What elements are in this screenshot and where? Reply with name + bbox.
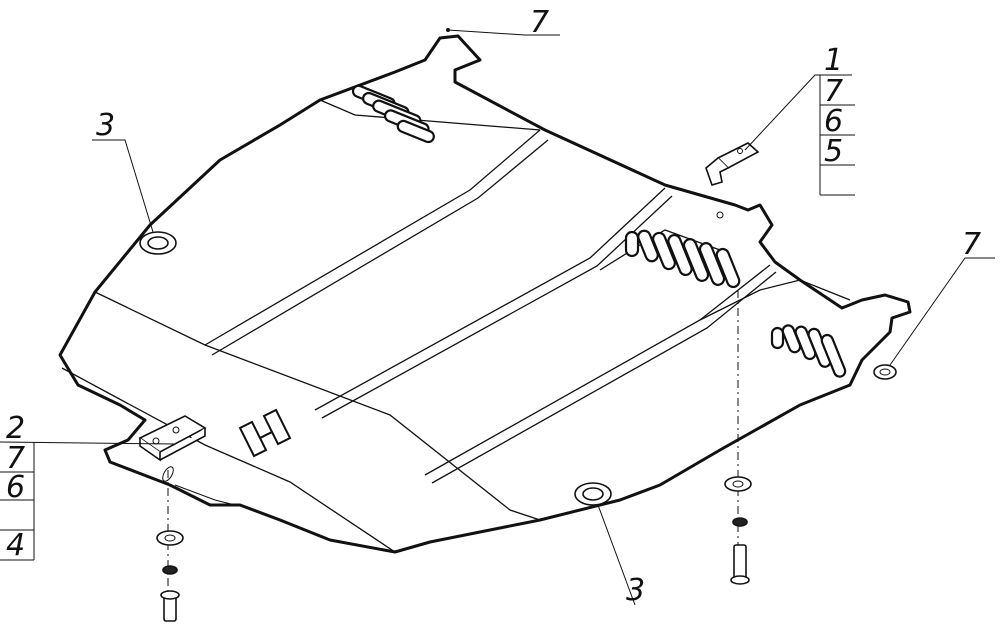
- callout-3-bottom: 3: [626, 573, 645, 608]
- callout-7-top: 7: [530, 5, 549, 40]
- callout-5: 5: [824, 134, 843, 169]
- front-bracket: [138, 415, 207, 462]
- callout-2: 2: [6, 411, 25, 446]
- callout-6-left-stack: 6: [6, 470, 25, 505]
- vent-slots-top: [351, 84, 435, 144]
- plate-fold-lines: [61, 99, 851, 553]
- callout-3-left: 3: [96, 108, 115, 143]
- rear-bracket: [705, 142, 760, 186]
- vent-slots-right: [770, 324, 847, 378]
- fastener-stack-right: [724, 290, 752, 585]
- callout-7-left-stack: 7: [6, 441, 25, 476]
- callout-7-right: 7: [962, 227, 981, 262]
- leader-lines: [0, 28, 995, 606]
- callout-4: 4: [6, 528, 25, 563]
- callout-7-right-stack: 7: [824, 74, 843, 109]
- brand-emblem: [238, 408, 292, 458]
- callout-6-right-stack: 6: [824, 104, 843, 139]
- vent-slots-middle: [624, 229, 741, 289]
- callout-1: 1: [824, 43, 843, 78]
- protection-plate: [58, 34, 912, 554]
- mounting-holes: [139, 211, 897, 506]
- fastener-stack-left: [156, 470, 184, 622]
